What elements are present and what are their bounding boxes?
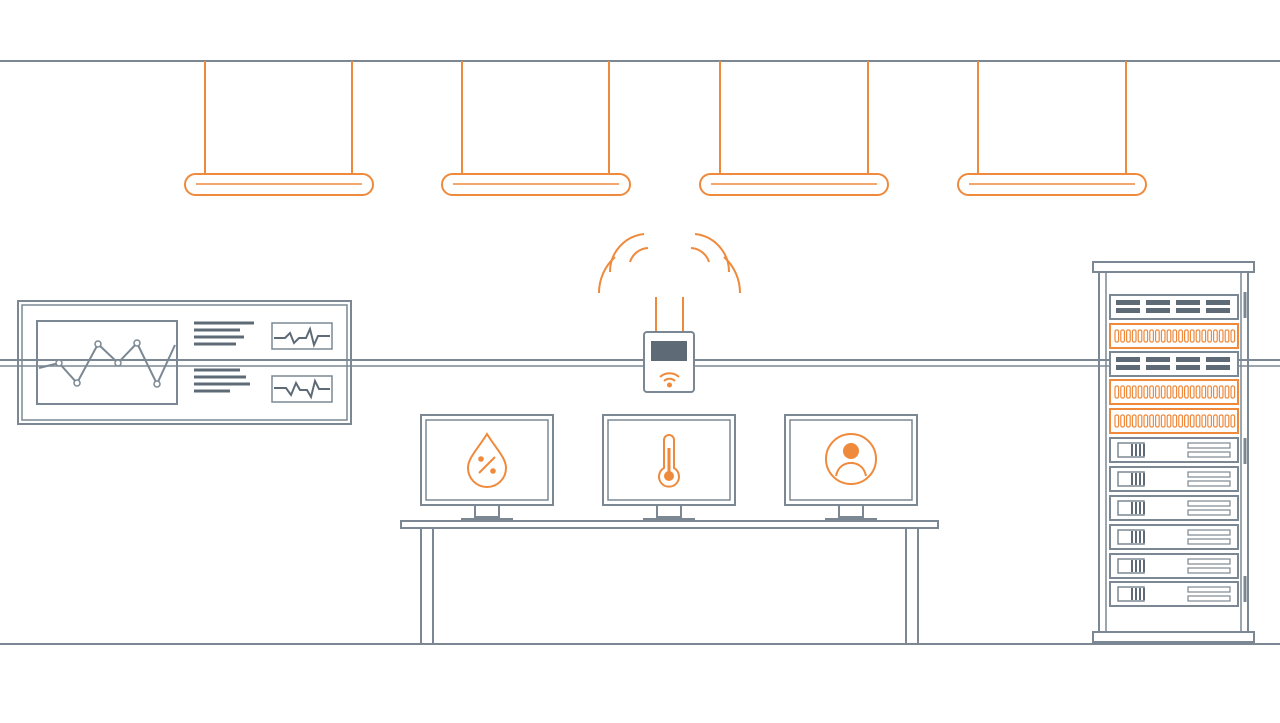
desk [400,520,939,644]
ceiling-light-1 [184,61,374,196]
thermometer-icon [658,434,680,488]
rack-unit [1109,437,1239,463]
monitor-humidity [420,414,554,520]
pulse-widget-1 [271,322,333,350]
ceiling-light-2 [441,61,631,196]
ceiling-light-3 [699,61,889,196]
ceiling-light-4 [957,61,1147,196]
rack-unit [1109,553,1239,579]
user-presence-icon [825,433,877,485]
line-chart-icon [38,339,176,388]
humidity-percent-icon [466,432,508,488]
wireless-access-point-icon [597,233,742,393]
monitor-presence [784,414,918,520]
dashboard-text-lines [194,321,254,393]
rack-unit [1109,294,1239,320]
rack-unit [1109,581,1239,607]
rack-unit [1109,351,1239,377]
pulse-widget-2 [271,375,333,403]
wall-dashboard [17,300,352,425]
monitor-temperature [602,414,736,520]
rack-unit [1109,524,1239,550]
server-rack-icon [1092,261,1255,643]
rack-unit [1109,466,1239,492]
rack-unit [1109,495,1239,521]
